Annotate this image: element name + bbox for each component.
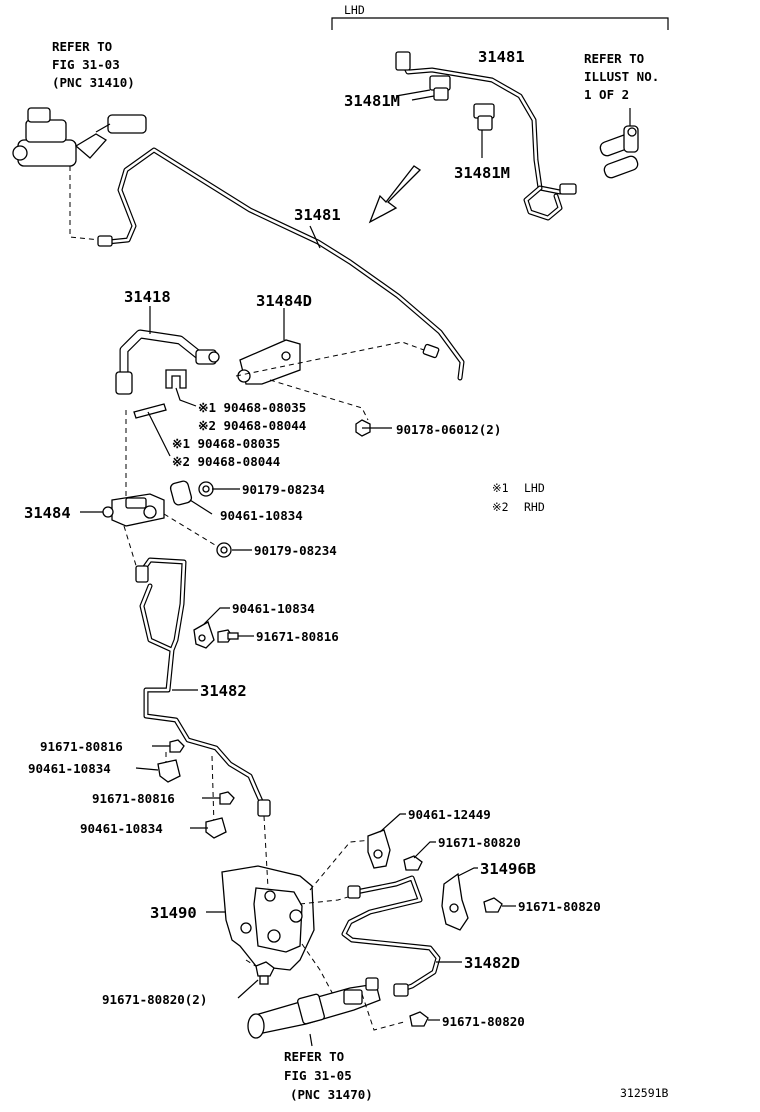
clamp-31481m-a bbox=[411, 75, 451, 101]
bracket-90461-12449 bbox=[367, 829, 391, 869]
label-31484: 31484 bbox=[24, 504, 71, 522]
legend-text-1: LHD bbox=[524, 481, 545, 495]
label-90468-2b: ※2 90468-08044 bbox=[172, 454, 280, 469]
clamp-90461-b bbox=[193, 621, 215, 649]
clip-90461-a bbox=[169, 480, 193, 506]
bolt-91671-b bbox=[169, 739, 185, 753]
refer-bottom-line-1: REFER TO bbox=[284, 1049, 344, 1064]
label-90468-1b: ※1 90468-08035 bbox=[172, 436, 280, 451]
part-labels: 31481 31481M 31481M 31481 31418 31484D ※… bbox=[24, 48, 601, 1029]
label-31481m-b: 31481M bbox=[454, 164, 510, 182]
bracket-31484d bbox=[237, 339, 301, 385]
bracket-31496b bbox=[441, 872, 469, 931]
refer-top-right-line-1: REFER TO bbox=[584, 51, 644, 66]
pipe-31482 bbox=[135, 557, 271, 817]
label-90468-2a: ※2 90468-08044 bbox=[198, 418, 306, 433]
clamp-31481m-b bbox=[473, 103, 495, 158]
clip-90468-b bbox=[133, 403, 167, 419]
label-31482: 31482 bbox=[200, 682, 247, 700]
bolt-91671-80820-a bbox=[403, 855, 423, 871]
label-90461-d: 90461-10834 bbox=[80, 821, 163, 836]
grommet-90179-b bbox=[216, 542, 232, 558]
label-90178: 90178-06012(2) bbox=[396, 422, 501, 437]
grommet-90179-a bbox=[198, 481, 214, 497]
label-90179-a: 90179-08234 bbox=[242, 482, 325, 497]
label-91671-80820-c: 91671-80820 bbox=[442, 1014, 525, 1029]
pipe-31481-main bbox=[97, 147, 465, 381]
label-31418: 31418 bbox=[124, 288, 171, 306]
refer-bottom-line-3: (PNC 31470) bbox=[290, 1087, 373, 1102]
label-91671-b: 91671-80816 bbox=[40, 739, 123, 754]
refer-top-left-line-3: (PNC 31410) bbox=[52, 75, 135, 90]
bolt-91671-a bbox=[217, 629, 239, 643]
leader-lines bbox=[80, 89, 516, 1047]
label-91671-80820-2: 91671-80820(2) bbox=[102, 992, 207, 1007]
clamp-90461-d bbox=[205, 817, 227, 839]
legend-mark-2: ※2 bbox=[492, 500, 509, 514]
label-31481-lhd: 31481 bbox=[478, 48, 525, 66]
label-90179-b: 90179-08234 bbox=[254, 543, 337, 558]
label-91671-a: 91671-80816 bbox=[256, 629, 339, 644]
bolt-91671-80820-b bbox=[483, 897, 503, 913]
pipe-31481-lhd bbox=[395, 51, 577, 221]
label-31484d: 31484D bbox=[256, 292, 312, 310]
hose-31482d bbox=[341, 875, 441, 997]
label-90461-c: 90461-10834 bbox=[28, 761, 111, 776]
clip-90468-a bbox=[165, 369, 187, 389]
direction-arrow-icon bbox=[368, 165, 422, 224]
label-31496b: 31496B bbox=[480, 860, 536, 878]
connector-illust-1-of-2 bbox=[599, 108, 639, 179]
bracket-31490 bbox=[221, 865, 315, 971]
label-91671-80820-b: 91671-80820 bbox=[518, 899, 601, 914]
label-91671-80820-a: 91671-80820 bbox=[438, 835, 521, 850]
illustration-code: 312591B bbox=[620, 1086, 669, 1100]
lhd-label: LHD bbox=[344, 3, 365, 17]
refer-note-top-left: REFER TO FIG 31-03 (PNC 31410) bbox=[52, 39, 135, 90]
lhd-bracket: LHD bbox=[331, 3, 669, 30]
label-90461-12449: 90461-12449 bbox=[408, 807, 491, 822]
label-91671-c: 91671-80816 bbox=[92, 791, 175, 806]
label-31481-main: 31481 bbox=[294, 206, 341, 224]
refer-top-right-line-3: 1 OF 2 bbox=[584, 87, 629, 102]
bolt-91671-80820-c bbox=[409, 1011, 429, 1027]
label-90461-b: 90461-10834 bbox=[232, 601, 315, 616]
label-31490: 31490 bbox=[150, 904, 197, 922]
refer-top-left-line-1: REFER TO bbox=[52, 39, 112, 54]
legend: ※1 LHD ※2 RHD bbox=[492, 481, 545, 514]
refer-bottom-line-2: FIG 31-05 bbox=[284, 1068, 352, 1083]
clutch-release-cylinder bbox=[247, 977, 381, 1039]
clutch-master-cylinder bbox=[12, 107, 147, 167]
clamp-90461-c bbox=[157, 759, 181, 783]
label-90461-a: 90461-10834 bbox=[220, 508, 303, 523]
legend-text-2: RHD bbox=[524, 500, 545, 514]
label-90468-1a: ※1 90468-08035 bbox=[198, 400, 306, 415]
label-31482d: 31482D bbox=[464, 954, 520, 972]
refer-note-bottom: REFER TO FIG 31-05 (PNC 31470) bbox=[284, 1049, 373, 1102]
bolt-91671-80820-2 bbox=[255, 961, 275, 985]
refer-top-right-line-2: ILLUST NO. bbox=[584, 69, 659, 84]
label-31481m-a: 31481M bbox=[344, 92, 400, 110]
refer-top-left-line-2: FIG 31-03 bbox=[52, 57, 120, 72]
bracket-31484 bbox=[102, 493, 165, 527]
legend-mark-1: ※1 bbox=[492, 481, 509, 495]
refer-note-top-right: REFER TO ILLUST NO. 1 OF 2 bbox=[584, 51, 659, 102]
bolt-91671-c bbox=[219, 791, 235, 805]
hose-31418 bbox=[115, 329, 220, 395]
